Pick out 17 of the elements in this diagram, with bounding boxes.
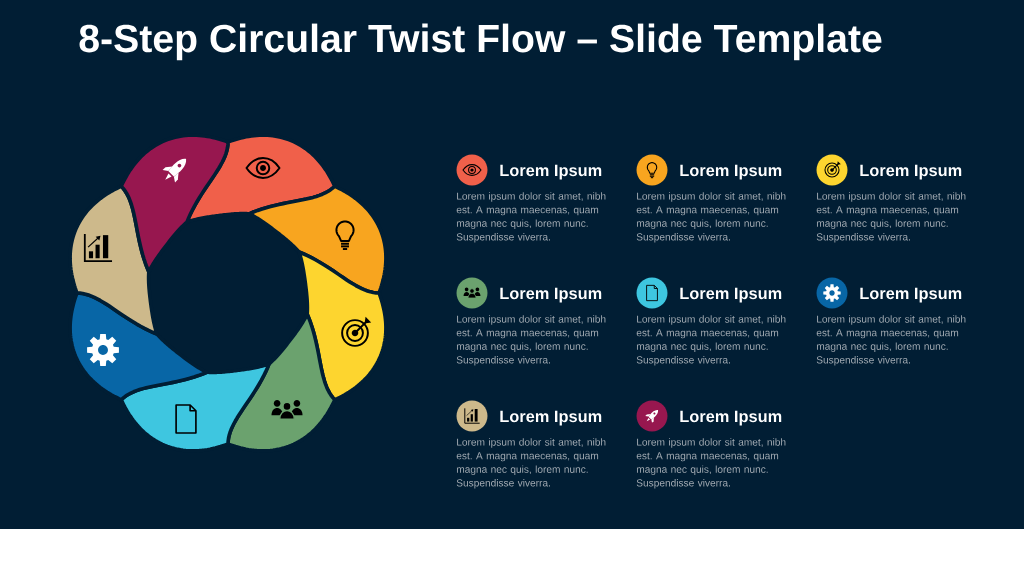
body-text: Lorem ipsum dolor sit amet, nibh est. A magna maecenas, quam magna nec quis, lorem nunc. Suspendisse viverra. bbox=[636, 438, 786, 489]
heading: Lorem Ipsum bbox=[680, 164, 782, 180]
title: 8-Step Circular Twist Flow – Slide Template bbox=[79, 23, 882, 61]
body-text: Lorem ipsum dolor sit amet, nibh est. A magna maecenas, quam magna nec quis, lorem nunc. Suspendisse viverra. bbox=[636, 315, 786, 366]
body-text: Lorem ipsum dolor sit amet, nibh est. A magna maecenas, quam magna nec quis, lorem nunc. Suspendisse viverra. bbox=[456, 438, 606, 489]
body-text: Lorem ipsum dolor sit amet, nibh est. A magna maecenas, quam magna nec quis, lorem nunc. Suspendisse viverra. bbox=[636, 192, 786, 243]
heading: Lorem Ipsum bbox=[680, 287, 782, 303]
body-text: Lorem ipsum dolor sit amet, nibh est. A magna maecenas, quam magna nec quis, lorem nunc. Suspendisse viverra. bbox=[816, 192, 966, 243]
body-text: Lorem ipsum dolor sit amet, nibh est. A magna maecenas, quam magna nec quis, lorem nunc. Suspendisse viverra. bbox=[456, 315, 606, 366]
heading: Lorem Ipsum bbox=[500, 287, 602, 303]
body-text: Lorem ipsum dolor sit amet, nibh est. A magna maecenas, quam magna nec quis, lorem nunc. Suspendisse viverra. bbox=[456, 192, 606, 243]
heading: Lorem Ipsum bbox=[500, 410, 602, 426]
heading: Lorem Ipsum bbox=[860, 287, 962, 303]
body-text: Lorem ipsum dolor sit amet, nibh est. A magna maecenas, quam magna nec quis, lorem nunc. Suspendisse viverra. bbox=[816, 315, 966, 366]
heading: Lorem Ipsum bbox=[860, 164, 962, 180]
heading: Lorem Ipsum bbox=[680, 410, 782, 426]
heading: Lorem Ipsum bbox=[500, 164, 602, 180]
